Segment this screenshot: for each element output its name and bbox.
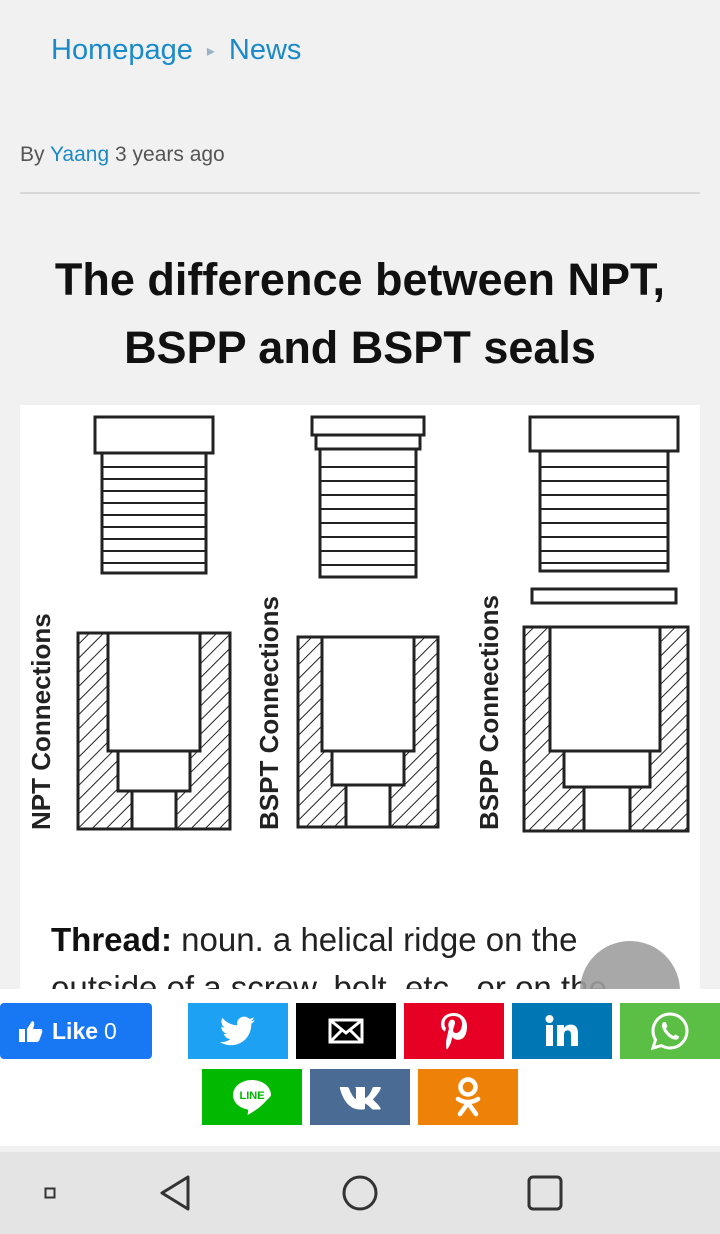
npt-female-fitting	[76, 631, 232, 831]
email-share-button[interactable]	[296, 1003, 396, 1059]
whatsapp-share-button[interactable]	[620, 1003, 720, 1059]
system-nav-bar	[0, 1152, 720, 1234]
breadcrumb-separator-icon: ▸	[206, 42, 215, 60]
figure-label-bspt: BSPT Connections	[254, 596, 284, 830]
post-time: 3 years ago	[115, 143, 225, 166]
article-title-line2: BSPP and BSPT seals	[124, 322, 596, 373]
byline: By Yaang 3 years ago	[20, 143, 225, 167]
thread-connections-diagram: NPT Connections BSPT Connections	[26, 415, 690, 833]
definition-text: noun. a helical ridge on the	[172, 921, 578, 958]
divider	[20, 192, 700, 194]
breadcrumb: Homepage ▸ News	[51, 34, 301, 67]
line-icon-text: LINE	[239, 1090, 264, 1102]
twitter-icon	[220, 1016, 255, 1046]
vk-icon	[339, 1087, 381, 1110]
linkedin-icon	[545, 1015, 578, 1046]
thumbs-up-icon	[19, 1021, 43, 1042]
back-icon[interactable]	[145, 1152, 205, 1234]
byline-prefix: By	[20, 143, 45, 166]
small-square-icon[interactable]	[30, 1152, 70, 1234]
figure-label-npt: NPT Connections	[26, 613, 56, 830]
figure-label-bspp: BSPP Connections	[474, 595, 504, 830]
linkedin-share-button[interactable]	[512, 1003, 612, 1059]
twitter-share-button[interactable]	[188, 1003, 288, 1059]
home-icon[interactable]	[330, 1152, 390, 1234]
share-bar: Like 0 LINE	[0, 989, 720, 1146]
odnoklassniki-icon	[455, 1077, 481, 1117]
whatsapp-icon	[650, 1012, 689, 1051]
like-count: 0	[104, 1017, 117, 1044]
email-icon	[328, 1018, 364, 1044]
term-thread: Thread:	[51, 921, 173, 958]
article-title: The difference between NPT, BSPP and BSP…	[20, 246, 700, 382]
overview-icon[interactable]	[515, 1152, 575, 1234]
line-icon: LINE	[233, 1080, 271, 1115]
article-figure: NPT Connections BSPT Connections	[20, 405, 700, 857]
pinterest-share-button[interactable]	[404, 1003, 504, 1059]
author-link[interactable]: Yaang	[49, 143, 110, 166]
bspp-male-fitting	[528, 415, 680, 605]
pinterest-icon	[441, 1013, 467, 1049]
bspt-female-fitting	[296, 635, 440, 829]
article-paragraph-line1: Thread: noun. a helical ridge on the	[51, 921, 577, 959]
odnoklassniki-share-button[interactable]	[418, 1069, 518, 1125]
article-title-line1: The difference between NPT,	[54, 254, 666, 305]
like-label: Like	[52, 1017, 99, 1044]
facebook-like-button[interactable]: Like 0	[0, 1003, 152, 1059]
npt-male-fitting	[93, 415, 215, 575]
breadcrumb-home-link[interactable]: Homepage	[51, 34, 193, 66]
line-share-button[interactable]: LINE	[202, 1069, 302, 1125]
bspt-male-fitting	[310, 415, 426, 579]
breadcrumb-news-link[interactable]: News	[228, 34, 302, 66]
vk-share-button[interactable]	[310, 1069, 410, 1125]
bspp-female-fitting	[522, 625, 690, 833]
